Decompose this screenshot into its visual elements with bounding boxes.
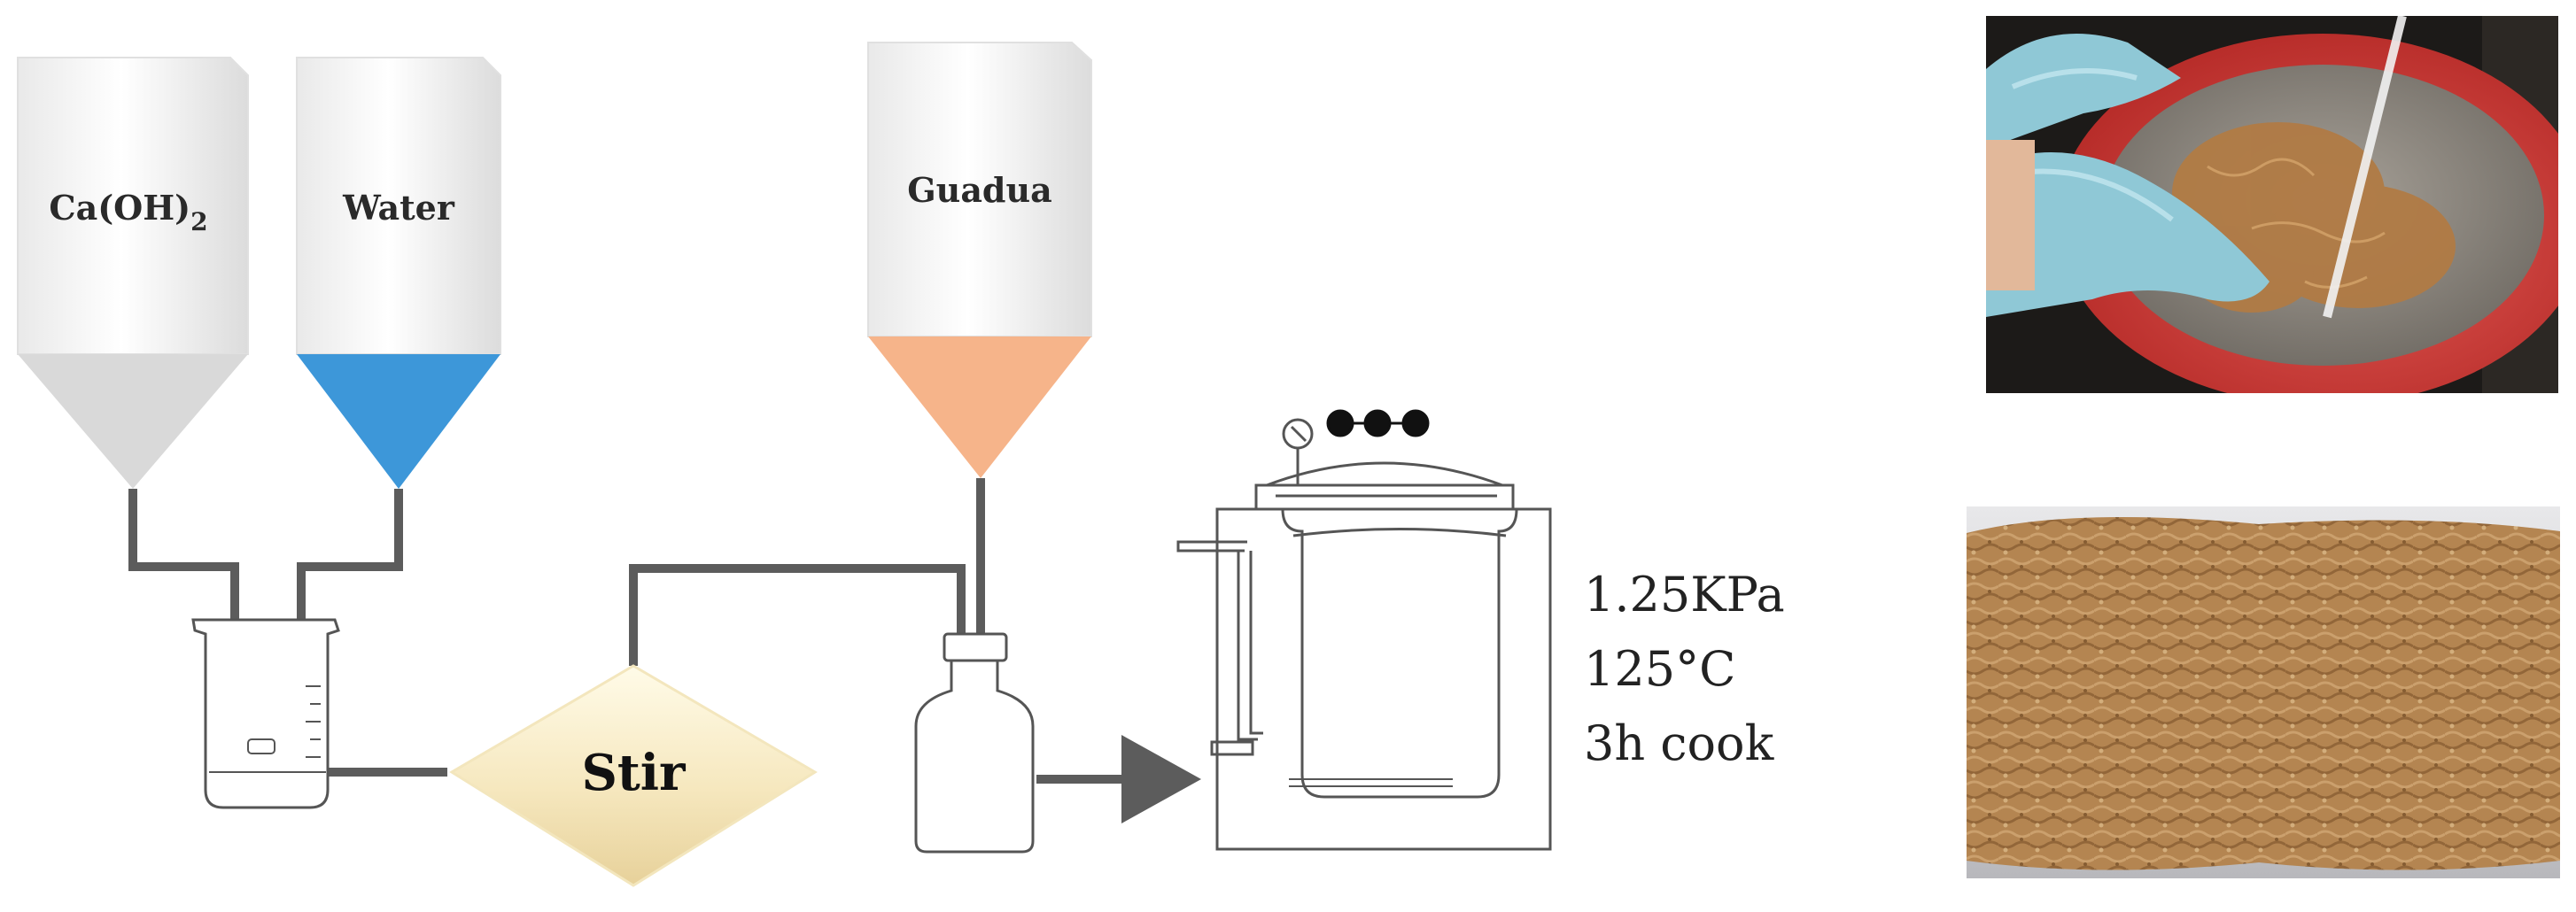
- guadua-label: Guadua: [907, 170, 1052, 210]
- pipe-stir-to-bottle: [629, 564, 966, 666]
- autoclave-valves: [1326, 409, 1430, 437]
- autoclave: [1176, 418, 1552, 851]
- pressure-text: 1.25KPa: [1584, 567, 1785, 622]
- cooking-conditions: 1.25KPa 125°C 3h cook: [1584, 567, 1785, 771]
- hopper-guadua-cone: [868, 336, 1091, 478]
- hopper-guadua: Guadua: [867, 42, 1092, 478]
- temperature-text: 125°C: [1584, 641, 1735, 697]
- hopper-water: Water: [296, 57, 501, 489]
- dried-fiber-photo: [1967, 506, 2560, 878]
- stir-label: Stir: [581, 744, 687, 802]
- pipe-caoh2-to-beaker: [128, 489, 239, 636]
- hopper-caoh2: Ca(OH)2: [17, 57, 249, 489]
- hopper-caoh2-cone: [18, 354, 248, 489]
- duration-text: 3h cook: [1584, 715, 1775, 771]
- water-label: Water: [342, 188, 455, 228]
- fiber-washing-photo: [1986, 16, 2558, 393]
- hopper-water-cone: [297, 354, 500, 489]
- caoh2-label: Ca(OH)2: [49, 188, 207, 236]
- reagent-bottle: [914, 632, 1035, 854]
- stir-mixer: Stir: [449, 664, 818, 887]
- pipe-network: [128, 478, 985, 777]
- beaker: [191, 618, 340, 809]
- pipe-water-to-beaker: [297, 489, 403, 636]
